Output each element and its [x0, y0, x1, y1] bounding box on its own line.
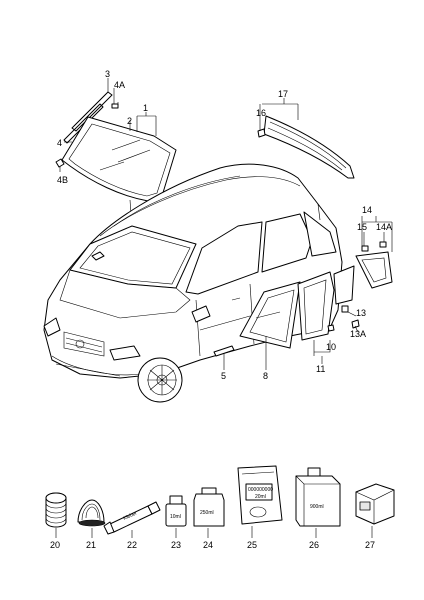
quarter-glass-14	[355, 251, 393, 289]
callout-26: 26	[309, 540, 319, 550]
callout-24: 24	[203, 540, 213, 550]
clip-4b	[55, 158, 65, 168]
callout-5: 5	[221, 371, 226, 381]
adhesive-tube: Kleber	[103, 501, 161, 535]
callout-13a: 13A	[350, 329, 366, 339]
clip-14a	[379, 241, 387, 248]
consumables-row: Kleber 10ml 250ml 000000000 20ml	[45, 465, 395, 535]
callout-13: 13	[356, 308, 366, 318]
clip-13a	[351, 319, 360, 329]
can-250ml-label: 250ml	[200, 510, 214, 516]
callout-27: 27	[365, 540, 375, 550]
sealing-tape-roll	[45, 492, 67, 528]
windshield-group	[55, 91, 177, 202]
cleaner-can-900ml: 900ml	[295, 467, 341, 527]
callout-17: 17	[278, 89, 288, 99]
fixed-quarter-group	[355, 216, 393, 289]
callout-4: 4	[57, 138, 62, 148]
tube-label: Kleber	[122, 510, 138, 521]
clip-16	[257, 128, 266, 138]
clip-15	[361, 245, 369, 252]
callout-4a: 4A	[114, 80, 125, 90]
callout-20: 20	[50, 540, 60, 550]
front-door-glass	[239, 281, 301, 349]
rear-window-group	[257, 98, 355, 179]
callout-4b: 4B	[57, 175, 68, 185]
rear-door-glass-group	[297, 265, 360, 364]
butyl-tape-roll	[77, 499, 106, 527]
sealing-strip-5	[213, 345, 235, 357]
clip-10	[327, 324, 335, 332]
callout-22: 22	[127, 540, 137, 550]
callout-21: 21	[86, 540, 96, 550]
repair-kit-box	[355, 483, 395, 525]
bottle-10ml-label: 10ml	[170, 514, 181, 520]
callout-labels: 3 4A 1 2 4 4B 17 16 14 15 14A 13 13A 10 …	[50, 69, 392, 550]
callout-25: 25	[247, 540, 257, 550]
callout-16: 16	[256, 108, 266, 118]
callout-14a: 14A	[376, 222, 392, 232]
callout-14: 14	[362, 205, 372, 215]
callout-1: 1	[143, 103, 148, 113]
rear-quarter-glass	[333, 265, 355, 305]
callout-11: 11	[316, 364, 325, 374]
clip-4a	[111, 103, 119, 109]
guide-rail-13	[341, 305, 349, 313]
callout-23: 23	[171, 540, 181, 550]
primer-bottle-10ml: 10ml	[165, 495, 187, 527]
primer-can-250ml: 250ml	[193, 487, 225, 527]
can-900ml-label: 900ml	[310, 504, 324, 510]
rear-window-glass	[263, 115, 355, 179]
windshield-glass	[61, 116, 177, 202]
adhesive-pouch: 000000000 20ml	[237, 465, 283, 525]
callout-10: 10	[326, 342, 336, 352]
pouch-label-2: 20ml	[255, 494, 266, 500]
callout-8: 8	[263, 371, 268, 381]
front-door-glass-group	[213, 281, 301, 370]
callout-15: 15	[357, 222, 367, 232]
callout-3: 3	[105, 69, 110, 79]
pouch-label-1: 000000000	[248, 487, 273, 493]
callout-2: 2	[127, 116, 132, 126]
